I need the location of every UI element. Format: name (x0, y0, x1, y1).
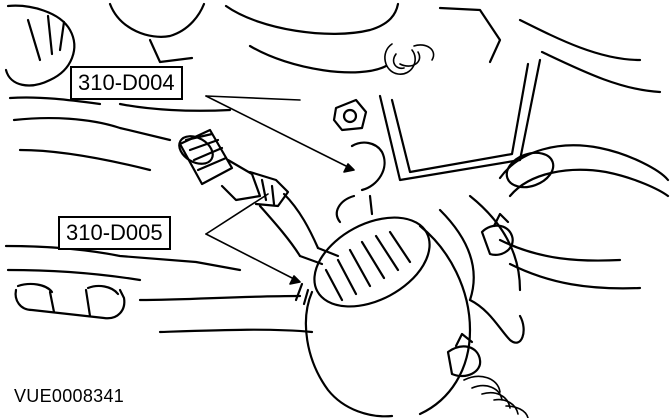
lower-wire (468, 298, 525, 344)
figure-id: VUE0008341 (14, 386, 125, 406)
clamp-area (335, 141, 386, 224)
callout-label-1: 310-D004 (70, 66, 183, 100)
lower-coil-spring (463, 375, 529, 418)
leader-line-2b (205, 193, 269, 235)
arrowhead-2 (289, 275, 301, 285)
callout-label-2: 310-D005 (58, 216, 171, 250)
special-tool (178, 128, 320, 258)
upper-coil-spring (384, 43, 435, 75)
upper-engine-structure (4, 2, 400, 172)
lower-left-body (4, 244, 314, 334)
hose-clamps (446, 212, 514, 378)
main-cylinder (294, 216, 472, 418)
leader-line-2a (205, 233, 297, 281)
arrowhead-1 (343, 163, 355, 173)
lower-left-elbow (14, 282, 126, 320)
right-bracket (378, 6, 662, 182)
leader-line-1b (205, 95, 301, 101)
right-hoses (438, 144, 670, 302)
leader-lines (205, 95, 355, 285)
leader-line-1a (205, 95, 351, 169)
pivot-bolt (332, 98, 368, 132)
